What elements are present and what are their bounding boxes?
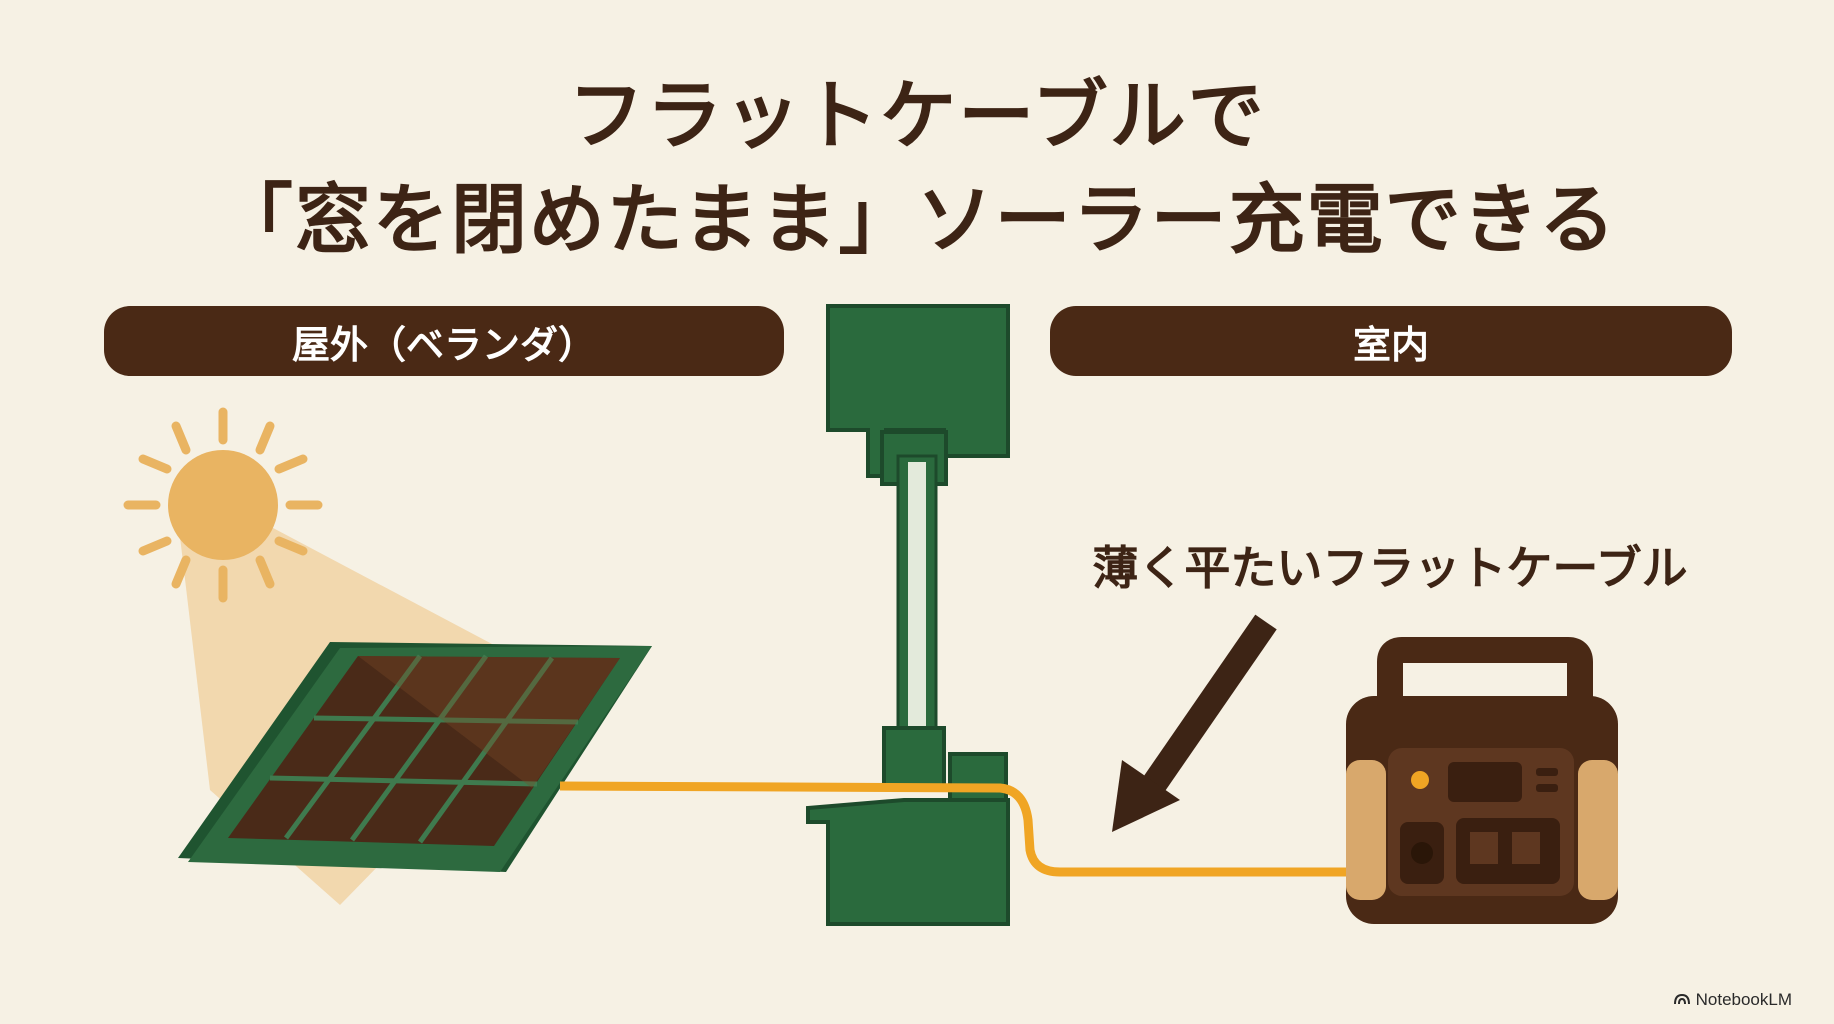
indoor-label: 室内	[1050, 306, 1732, 376]
notebooklm-logo-icon	[1673, 990, 1690, 1010]
footer-brand-text: NotebookLM	[1695, 990, 1792, 1009]
footer-brand: NotebookLM	[1673, 990, 1792, 1010]
cable-label: 薄く平たいフラットケーブル	[1092, 541, 1688, 595]
power-station-icon	[1346, 637, 1618, 924]
sun-disc	[168, 450, 278, 560]
indicator-light	[1411, 771, 1429, 789]
page-title-line2: 「窓を閉めたまま」ソーラー充電できる	[216, 175, 1618, 264]
page-title-line1: フラットケーブルで	[568, 71, 1266, 160]
outdoor-label: 屋外（ベランダ）	[104, 306, 784, 376]
solar-panel	[178, 642, 652, 872]
window-frame	[806, 304, 1010, 926]
arrow-icon	[1112, 614, 1277, 832]
sun-icon	[123, 407, 323, 603]
